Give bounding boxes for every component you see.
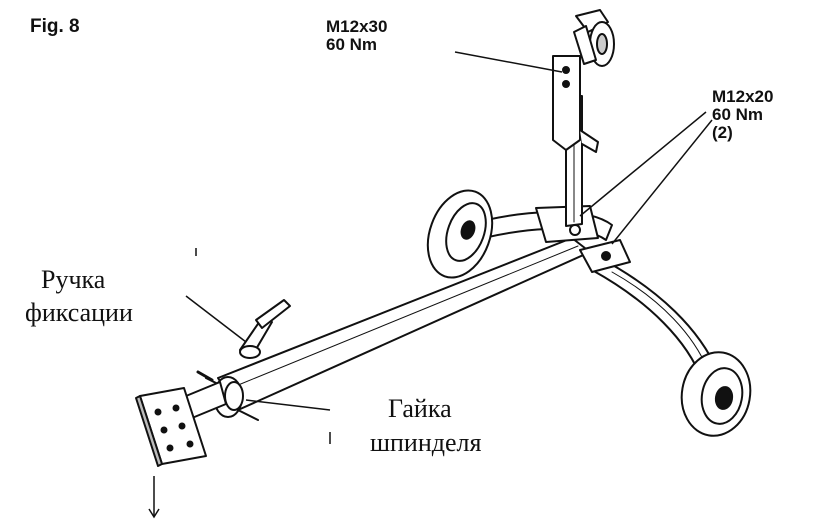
main-tube	[217, 237, 591, 411]
callout-lock-handle: Ручка фиксации	[25, 264, 133, 329]
callout-side-bolts-torque: 60 Nm	[712, 104, 764, 124]
callout-lock-handle-line1: Ручка	[41, 265, 106, 294]
top-roller	[573, 9, 615, 67]
top-bracket	[552, 55, 599, 153]
callout-spindle-nut: Гайка шпинделя	[370, 392, 481, 460]
down-arrow-icon	[148, 476, 160, 519]
right-wheel	[680, 351, 752, 437]
callout-side-bolts: M12x20 60 Nm (2)	[712, 88, 773, 142]
callout-lock-handle-line2: фиксации	[25, 297, 133, 327]
callout-top-bolt-torque: 60 Nm	[326, 34, 378, 54]
callout-side-bolts-count: (2)	[712, 122, 733, 142]
left-wheel	[426, 189, 494, 279]
leader-spindle-nut	[245, 399, 331, 411]
leader-top-bolt	[454, 51, 563, 73]
leader-lock-handle	[185, 295, 247, 343]
callout-spindle-nut-line2: шпинделя	[370, 427, 482, 457]
leader-lines	[185, 51, 713, 444]
callout-side-bolts-size: M12x20	[712, 87, 774, 106]
callout-top-bolt-size: M12x30	[326, 17, 388, 36]
figure-label: Fig. 8	[30, 16, 80, 37]
callout-top-bolt: M12x30 60 Nm	[326, 18, 387, 54]
callout-spindle-nut-line1: Гайка	[388, 394, 452, 423]
side-bracket	[579, 239, 631, 273]
leader-side-bolt-1	[579, 111, 707, 217]
locking-handle	[239, 299, 291, 359]
leader-side-bolt-2	[611, 119, 713, 245]
mounting-plate	[135, 387, 207, 467]
